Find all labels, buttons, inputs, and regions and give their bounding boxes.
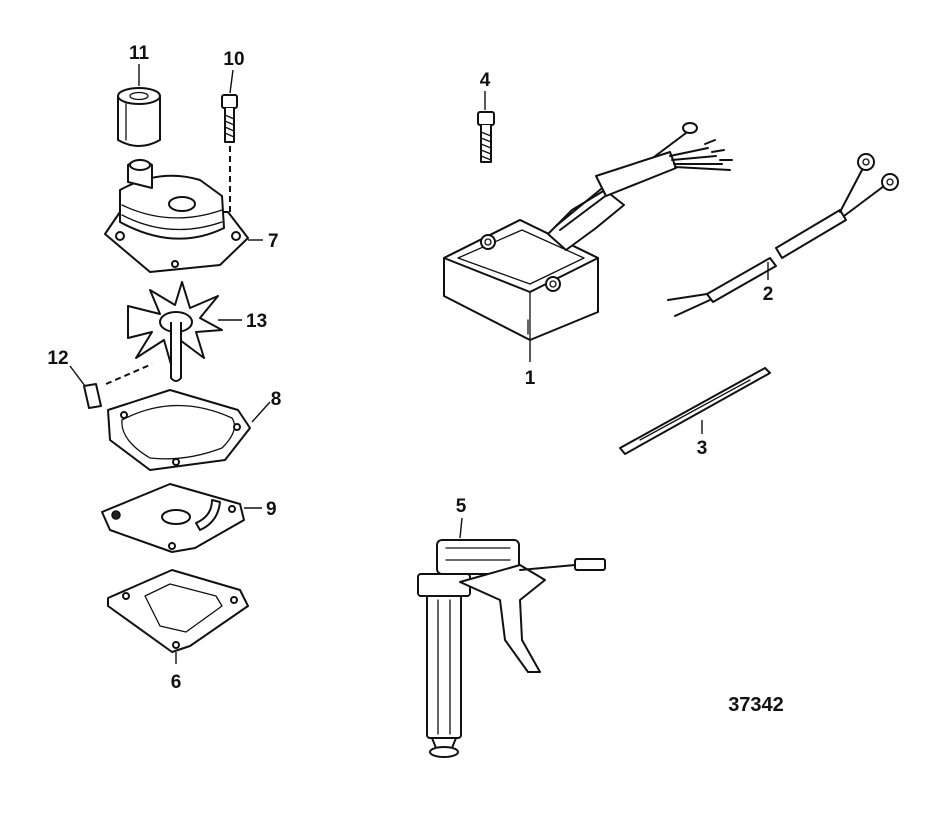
part-9-face-plate (101, 483, 245, 553)
part-labels: 11 10 7 13 12 8 9 6 4 1 2 3 5 (47, 43, 773, 693)
label-1: 1 (525, 368, 536, 389)
label-6: 6 (171, 672, 182, 693)
leader-lines (69, 64, 769, 664)
part-13-impeller (127, 281, 223, 382)
part-8-gasket (107, 389, 251, 471)
part-10-screw (221, 94, 238, 215)
label-3: 3 (697, 438, 708, 459)
label-8: 8 (271, 389, 282, 410)
label-11: 11 (129, 43, 150, 64)
figure-number: 37342 (728, 694, 784, 716)
part-2-harness (667, 153, 899, 317)
part-3-tie-strap (619, 367, 771, 455)
label-4: 4 (480, 70, 491, 91)
part-7-pump-housing (104, 159, 249, 273)
label-9: 9 (266, 499, 277, 520)
part-11-sleeve (117, 87, 161, 147)
label-5: 5 (456, 496, 467, 517)
part-12-key (83, 363, 153, 409)
part-5-grease-gun (417, 539, 606, 758)
part-6-lower-gasket (107, 569, 249, 653)
label-13: 13 (246, 311, 267, 332)
label-12: 12 (47, 348, 68, 369)
label-10: 10 (223, 49, 244, 70)
label-2: 2 (763, 284, 774, 305)
part-1-rectifier (443, 122, 733, 341)
part-4-screw (477, 111, 495, 163)
label-7: 7 (268, 231, 279, 252)
